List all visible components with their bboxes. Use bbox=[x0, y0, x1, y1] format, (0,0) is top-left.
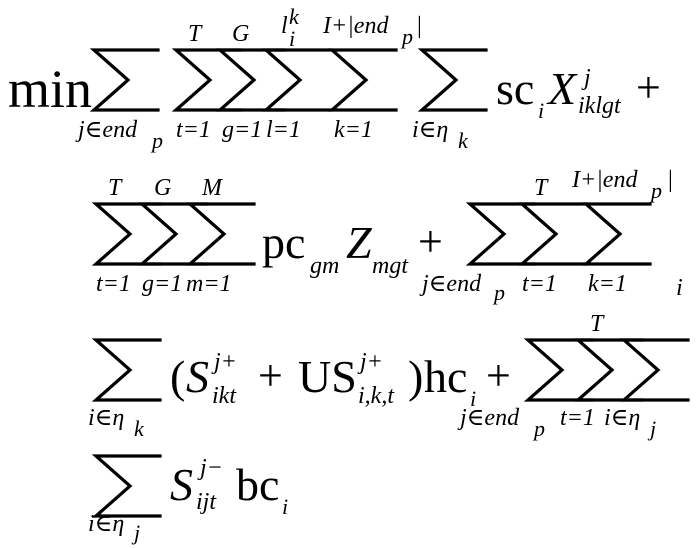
sum-lower-m-1: m=1 bbox=[186, 271, 232, 297]
sum-lower-i-eta: i∈η bbox=[412, 117, 449, 143]
term-S-sup-j-plus: j+ bbox=[214, 349, 237, 375]
sum-lower-i-eta: i∈η bbox=[604, 405, 641, 431]
cropped-subscript-fragment: i bbox=[676, 275, 683, 301]
sum-upper-bar: | bbox=[417, 13, 422, 39]
sum-lower-j-in-end: j∈end bbox=[78, 117, 138, 143]
term-Z: Z bbox=[346, 217, 372, 268]
sum-lower-sub-p: p bbox=[152, 128, 163, 153]
term-S-sub-ijt: ijt bbox=[196, 489, 217, 515]
summation-i-eta-j bbox=[92, 454, 162, 518]
sum-upper-T: T bbox=[188, 21, 202, 47]
term-US: US bbox=[298, 351, 357, 402]
sum-upper-T: T bbox=[108, 175, 122, 201]
sum-lower-k-1: k=1 bbox=[334, 117, 373, 143]
sum-lower-eta-sub-k: k bbox=[134, 416, 144, 441]
term-hc: hc bbox=[424, 351, 468, 402]
sum-lower-t-1: t=1 bbox=[176, 117, 211, 143]
summation-i-eta-k bbox=[418, 48, 488, 112]
summation-t bbox=[172, 48, 242, 112]
sum-lower-j-in-end: j∈end bbox=[460, 405, 520, 431]
term-S: S bbox=[170, 459, 193, 510]
sum-upper-G: G bbox=[232, 21, 250, 47]
term-sc: sc bbox=[496, 63, 535, 114]
sum-lower-eta-sub-j: j bbox=[134, 520, 141, 545]
term-S: S bbox=[186, 351, 209, 402]
term-pc-sub-gm: gm bbox=[310, 253, 340, 279]
sum-upper-sub-p: p bbox=[402, 24, 413, 49]
sum-lower-j-in-end: j∈end bbox=[422, 271, 482, 297]
sum-lower-k-1: k=1 bbox=[588, 271, 627, 297]
plus-sign-2: + bbox=[418, 217, 443, 266]
sum-upper-I-end: I+|end bbox=[572, 167, 638, 193]
summation-m bbox=[186, 202, 256, 266]
summation-k bbox=[328, 48, 398, 112]
sum-lower-g-1: g=1 bbox=[142, 271, 183, 297]
summation-g bbox=[138, 202, 208, 266]
summation-i-eta-j bbox=[620, 338, 690, 402]
plus-sign-1: + bbox=[636, 63, 661, 112]
summation-g bbox=[216, 48, 286, 112]
sum-upper-T: T bbox=[590, 311, 604, 337]
sum-upper-I-end: I+|end bbox=[323, 13, 389, 39]
term-bc-sub-i: i bbox=[282, 494, 289, 519]
sum-lower-sub-p: p bbox=[534, 416, 545, 441]
sum-upper-T: T bbox=[534, 175, 548, 201]
sum-lower-l-1: l=1 bbox=[266, 117, 301, 143]
sum-upper-l: l bbox=[281, 13, 288, 39]
term-S-sup-j-minus: j− bbox=[200, 455, 223, 481]
plus-sign-3: + bbox=[486, 351, 511, 400]
summation-j-end-p bbox=[466, 202, 536, 266]
sum-upper-bar: | bbox=[668, 167, 673, 193]
plus-sign-inner: + bbox=[258, 351, 283, 400]
term-hc-sub-i: i bbox=[470, 386, 477, 411]
sum-lower-t-1: t=1 bbox=[96, 271, 131, 297]
term-X-sub-iklgt: iklgt bbox=[578, 93, 621, 119]
sum-lower-sub-p: p bbox=[494, 280, 505, 305]
summation-j-end-p bbox=[524, 338, 594, 402]
paren-open: ( bbox=[170, 351, 186, 402]
term-pc: pc bbox=[262, 217, 306, 268]
summation-t bbox=[92, 202, 162, 266]
sum-lower-t-1: t=1 bbox=[560, 405, 595, 431]
sum-lower-eta-sub-k: k bbox=[458, 128, 468, 153]
term-X: X bbox=[548, 63, 577, 114]
summation-i-eta-k bbox=[92, 338, 162, 402]
summation-j-end-p bbox=[90, 48, 160, 112]
term-US-sup-j-plus: j+ bbox=[360, 349, 383, 375]
min-operator: min bbox=[8, 59, 93, 119]
summation-l bbox=[262, 48, 332, 112]
sum-upper-l-sup-k: k bbox=[289, 4, 299, 29]
sum-upper-M: M bbox=[202, 175, 222, 201]
sum-upper-sub-p: p bbox=[651, 178, 662, 203]
summation-t bbox=[574, 338, 644, 402]
sum-lower-i-eta: i∈η bbox=[88, 511, 125, 537]
summation-k bbox=[582, 202, 652, 266]
term-S-sub-ikt: ikt bbox=[212, 383, 236, 409]
summation-t-2 bbox=[518, 202, 588, 266]
sum-lower-i-eta: i∈η bbox=[88, 405, 125, 431]
sum-lower-g-1: g=1 bbox=[222, 117, 263, 143]
sum-upper-l-sub-i: i bbox=[289, 26, 296, 51]
term-US-sub-ikt: i,k,t bbox=[358, 383, 394, 409]
term-Z-sub-mgt: mgt bbox=[372, 253, 408, 279]
sum-lower-t-1: t=1 bbox=[522, 271, 557, 297]
term-X-sup-j: j bbox=[584, 65, 591, 91]
sum-upper-G: G bbox=[154, 175, 172, 201]
sum-lower-eta-sub-j: j bbox=[650, 416, 657, 441]
term-bc: bc bbox=[236, 459, 280, 510]
term-sc-sub-i: i bbox=[538, 98, 545, 123]
paren-close: ) bbox=[408, 351, 424, 402]
